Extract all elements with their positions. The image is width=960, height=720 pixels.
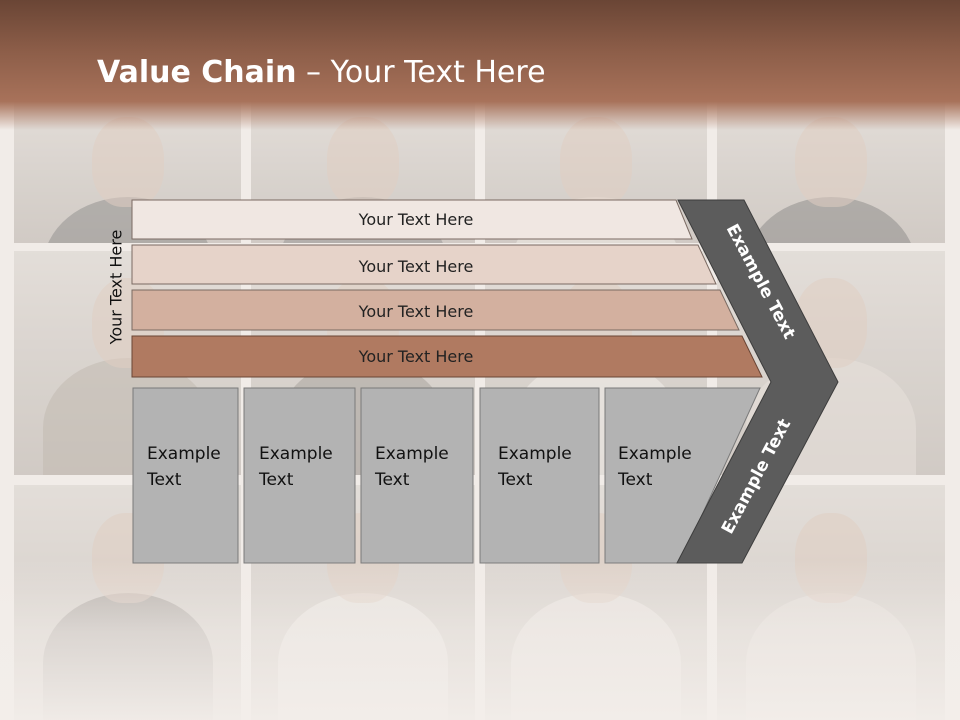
- title-rest-part: – Your Text Here: [296, 55, 546, 90]
- box-5-line-2: Text: [617, 470, 653, 490]
- box-4-line-1: Example: [498, 444, 572, 464]
- box-4[interactable]: [479, 387, 600, 564]
- slide-title[interactable]: Value Chain – Your Text Here: [97, 55, 546, 90]
- bar-1-label: Your Text Here: [358, 210, 474, 229]
- bar-2[interactable]: [131, 244, 717, 285]
- box-3-line-2: Text: [374, 470, 410, 490]
- bar-2-label: Your Text Here: [358, 257, 474, 276]
- title-bold-part: Value Chain: [97, 55, 297, 90]
- box-1[interactable]: [132, 387, 239, 564]
- reflection-fade: [0, 560, 960, 720]
- box-3-line-1: Example: [375, 444, 449, 464]
- bar-3[interactable]: [131, 289, 740, 331]
- bar-3-label: Your Text Here: [358, 302, 474, 321]
- box-2-line-2: Text: [258, 470, 294, 490]
- bar-4-label: Your Text Here: [358, 347, 474, 366]
- box-2-line-1: Example: [259, 444, 333, 464]
- box-1-line-2: Text: [146, 470, 182, 490]
- bar-1[interactable]: [131, 199, 693, 240]
- box-1-line-1: Example: [147, 444, 221, 464]
- bar-4[interactable]: [131, 335, 763, 378]
- box-5-line-1: Example: [618, 444, 692, 464]
- box-3[interactable]: [360, 387, 474, 564]
- box-4-line-2: Text: [497, 470, 533, 490]
- title-bar: [0, 0, 960, 130]
- box-2[interactable]: [243, 387, 356, 564]
